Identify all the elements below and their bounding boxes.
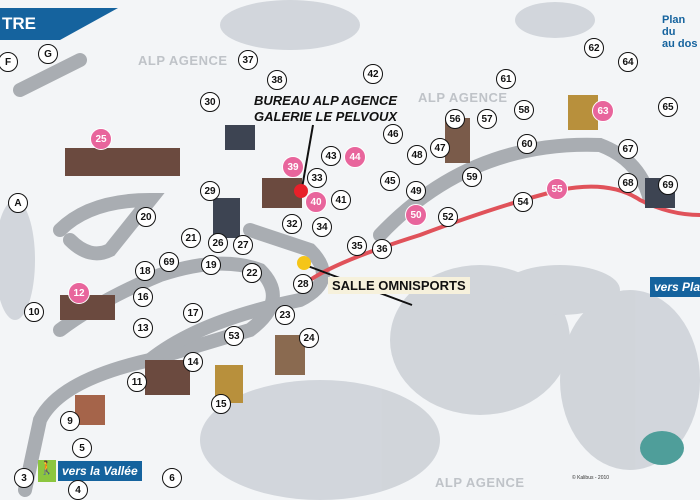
- map-marker[interactable]: 58: [514, 100, 534, 120]
- map-marker[interactable]: 63: [592, 100, 614, 122]
- sign-vers-la-vallee: vers la Vallée: [58, 461, 142, 481]
- watermark: ALP AGENCE: [138, 53, 228, 68]
- map-marker[interactable]: 27: [233, 235, 253, 255]
- map-marker[interactable]: 59: [462, 167, 482, 187]
- map-marker[interactable]: 46: [383, 124, 403, 144]
- banner-title: TRE: [2, 14, 36, 33]
- bureau-callout-line: BUREAU ALP AGENCE: [254, 93, 398, 108]
- map-marker[interactable]: 68: [618, 173, 638, 193]
- map-marker[interactable]: 57: [477, 109, 497, 129]
- map-marker[interactable]: 48: [407, 145, 427, 165]
- map-marker[interactable]: 69: [159, 252, 179, 272]
- banner-shape: [0, 8, 118, 40]
- map-marker[interactable]: 26: [208, 233, 228, 253]
- map-marker[interactable]: 28: [293, 274, 313, 294]
- map-marker[interactable]: 20: [136, 207, 156, 227]
- map-marker[interactable]: 25: [90, 128, 112, 150]
- map-marker[interactable]: 50: [405, 204, 427, 226]
- salle-omnisports-point[interactable]: [297, 256, 311, 270]
- map-marker[interactable]: 49: [406, 181, 426, 201]
- map-marker[interactable]: 10: [24, 302, 44, 322]
- map-marker[interactable]: 22: [242, 263, 262, 283]
- map-marker[interactable]: 61: [496, 69, 516, 89]
- top-note-line: Plan du: [662, 14, 686, 38]
- map-marker[interactable]: 55: [546, 178, 568, 200]
- map-marker[interactable]: 67: [618, 139, 638, 159]
- map-marker[interactable]: 60: [517, 134, 537, 154]
- bureau-callout: BUREAU ALP AGENCE GALERIE LE PELVOUX: [254, 93, 397, 125]
- map-marker[interactable]: 54: [513, 192, 533, 212]
- bureau-callout-line: GALERIE LE PELVOUX: [254, 109, 398, 124]
- map-marker[interactable]: 33: [307, 168, 327, 188]
- hiker-icon: 🚶: [38, 460, 56, 482]
- map-marker[interactable]: 5: [72, 438, 92, 458]
- bureau-alp-agence-point[interactable]: [294, 184, 308, 198]
- map-marker[interactable]: G: [38, 44, 58, 64]
- map-marker[interactable]: 34: [312, 217, 332, 237]
- map-marker[interactable]: 69: [658, 175, 678, 195]
- map-marker[interactable]: 32: [282, 214, 302, 234]
- map-marker[interactable]: 21: [181, 228, 201, 248]
- map-marker[interactable]: 38: [267, 70, 287, 90]
- map-marker[interactable]: 30: [200, 92, 220, 112]
- map-marker[interactable]: 37: [238, 50, 258, 70]
- map-marker[interactable]: 64: [618, 52, 638, 72]
- map-marker[interactable]: 65: [658, 97, 678, 117]
- top-note: Plan du au dos: [662, 14, 700, 50]
- map-marker[interactable]: 17: [183, 303, 203, 323]
- map-marker[interactable]: 29: [200, 181, 220, 201]
- map-marker[interactable]: F: [0, 52, 18, 72]
- watermark: ALP AGENCE: [418, 90, 508, 105]
- map-marker[interactable]: 3: [14, 468, 34, 488]
- map-marker[interactable]: 44: [344, 146, 366, 168]
- top-note-line: au dos: [662, 38, 698, 50]
- copyright: © Kalibus - 2010: [572, 475, 610, 481]
- map-marker[interactable]: 62: [584, 38, 604, 58]
- map-marker[interactable]: A: [8, 193, 28, 213]
- map-marker[interactable]: 42: [363, 64, 383, 84]
- bureau-pointer: [301, 124, 314, 189]
- map-marker[interactable]: 18: [135, 261, 155, 281]
- map-marker[interactable]: 53: [224, 326, 244, 346]
- sign-vers-plateau: vers Pla: [650, 277, 700, 297]
- map-marker[interactable]: 12: [68, 282, 90, 304]
- map-marker[interactable]: 13: [133, 318, 153, 338]
- map-marker[interactable]: 9: [60, 411, 80, 431]
- map-marker[interactable]: 36: [372, 239, 392, 259]
- map-marker[interactable]: 24: [299, 328, 319, 348]
- map-marker[interactable]: 23: [275, 305, 295, 325]
- map-marker[interactable]: 15: [211, 394, 231, 414]
- map-marker[interactable]: 39: [282, 156, 304, 178]
- map-marker[interactable]: 35: [347, 236, 367, 256]
- lake: [640, 431, 684, 465]
- salle-callout: SALLE OMNISPORTS: [328, 277, 470, 294]
- map-marker[interactable]: 43: [321, 146, 341, 166]
- map-marker[interactable]: 14: [183, 352, 203, 372]
- map-marker[interactable]: 16: [133, 287, 153, 307]
- map-marker[interactable]: 4: [68, 480, 88, 500]
- map-marker[interactable]: 19: [201, 255, 221, 275]
- watermark: ALP AGENCE: [435, 475, 525, 490]
- map-marker[interactable]: 6: [162, 468, 182, 488]
- map-marker[interactable]: 41: [331, 190, 351, 210]
- map-marker[interactable]: 56: [445, 109, 465, 129]
- map-marker[interactable]: 52: [438, 207, 458, 227]
- map-marker[interactable]: 45: [380, 171, 400, 191]
- map-marker[interactable]: 40: [305, 191, 327, 213]
- map-marker[interactable]: 11: [127, 372, 147, 392]
- map-marker[interactable]: 47: [430, 138, 450, 158]
